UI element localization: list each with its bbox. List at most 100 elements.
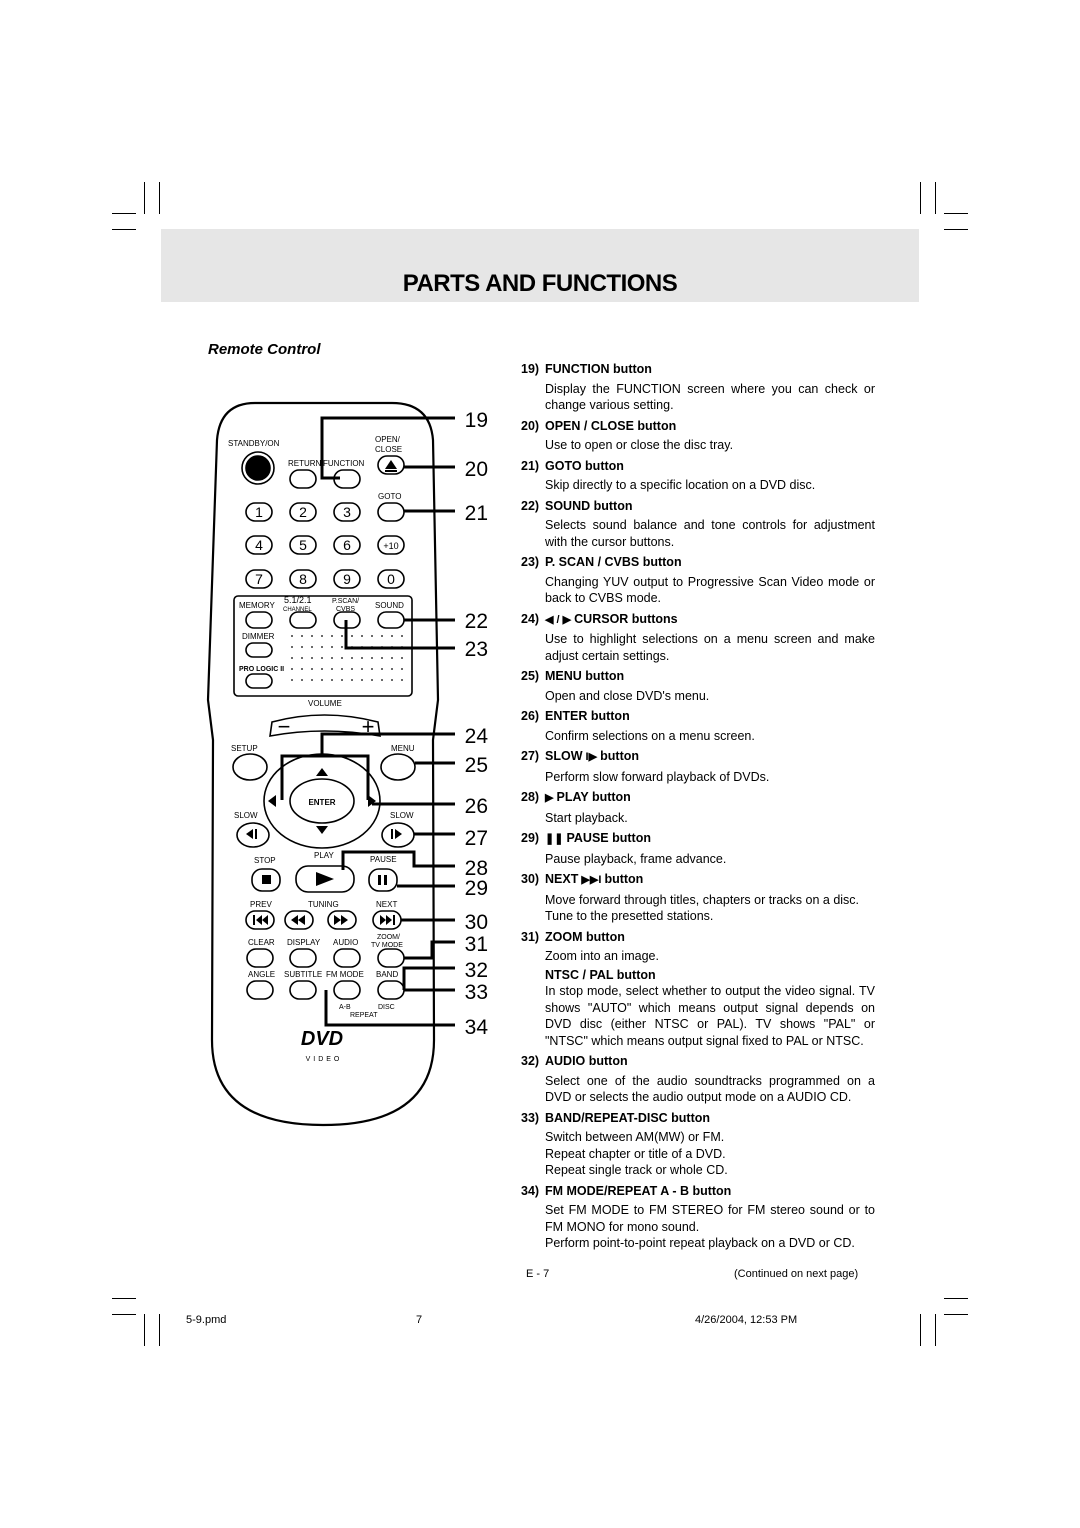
function-item-heading: 29)❚❚ PAUSE button xyxy=(521,830,875,848)
function-item-number: 33) xyxy=(521,1110,540,1125)
function-item-description: Switch between AM(MW) or FM. xyxy=(545,1130,725,1144)
function-item-description: Move forward through titles, chapters or… xyxy=(545,892,860,907)
callout-21: 21 xyxy=(465,502,488,525)
function-item-number: 27) xyxy=(521,749,540,763)
function-item-heading: 33) BAND/REPEAT-DISC button xyxy=(521,1110,875,1127)
open-close-label-2: CLOSE xyxy=(375,445,402,454)
function-item-number: 21) xyxy=(521,458,540,473)
function-item-title: NEXT xyxy=(545,872,579,886)
function-item-description: Perform point-to-point repeat playback o… xyxy=(545,1236,855,1250)
stop-label: STOP xyxy=(254,856,276,865)
function-item-title: P. SCAN / CVBS button xyxy=(545,555,682,569)
button-glyph-icon: ▶▶I xyxy=(578,874,605,886)
function-item-title: SLOW xyxy=(545,749,583,763)
function-item-heading: 21) GOTO button xyxy=(521,458,875,475)
function-item-number: 25) xyxy=(521,669,540,683)
function-item-heading: 26)ENTER button xyxy=(521,708,875,725)
channel-label: 5.1/2.1 xyxy=(284,595,312,605)
function-item-description: Repeat single track or whole CD. xyxy=(545,1163,728,1177)
callout-31: 31 xyxy=(465,933,488,956)
function-item-heading: 19) FUNCTION button xyxy=(521,361,875,378)
function-item-title: ZOOM button xyxy=(545,929,625,944)
callout-27: 27 xyxy=(465,827,488,850)
slow-left-label: SLOW xyxy=(234,811,258,820)
dvd-logo-sub: VIDEO xyxy=(306,1056,343,1063)
prev-label: PREV xyxy=(250,900,272,909)
open-close-label-1: OPEN/ xyxy=(375,435,401,444)
function-item-number: 32) xyxy=(521,1054,540,1068)
cvbs-label: CVBS xyxy=(336,606,355,613)
button-glyph-icon: ◀ / ▶ xyxy=(545,613,575,626)
function-item-number: 24) xyxy=(521,611,540,626)
band-label: BAND xyxy=(376,970,398,979)
continued-note: (Continued on next page) xyxy=(734,1268,859,1280)
channel-sublabel: CHANNEL xyxy=(283,607,312,613)
disc-label: DISC xyxy=(378,1004,395,1011)
function-item-number: 19) xyxy=(521,362,540,376)
repeat-label: REPEAT xyxy=(350,1012,378,1019)
function-item-heading: 28)▶ PLAY button xyxy=(521,789,875,807)
callout-22: 22 xyxy=(465,610,488,633)
enter-label: ENTER xyxy=(308,798,335,807)
menu-label: MENU xyxy=(391,744,415,753)
function-item-description: Start playback. xyxy=(545,810,628,825)
digit-6: 6 xyxy=(343,537,351,553)
clear-label: CLEAR xyxy=(248,938,275,947)
digit-9: 9 xyxy=(343,571,351,587)
function-item-subheading: NTSC / PAL button xyxy=(545,967,656,982)
setup-label: SETUP xyxy=(231,744,258,753)
callout-20: 20 xyxy=(465,458,488,481)
digit-1: 1 xyxy=(255,504,263,520)
digit-4: 4 xyxy=(255,537,263,553)
ab-label: A-B xyxy=(339,1004,351,1011)
callout-29: 29 xyxy=(465,877,488,900)
function-item-description: Use to open or close the disc tray. xyxy=(545,438,734,452)
button-glyph-icon: I▶ xyxy=(582,751,601,763)
page-number: E - 7 xyxy=(526,1268,550,1280)
function-item-title: OPEN / CLOSE button xyxy=(545,418,677,433)
function-item-title: AUDIO button xyxy=(545,1054,628,1068)
function-item-number: 20) xyxy=(521,418,540,433)
function-item-description: Confirm selections on a menu screen. xyxy=(545,728,755,743)
function-item-heading: 25)MENU button xyxy=(521,668,875,685)
callout-23: 23 xyxy=(465,638,488,661)
function-item-number: 29) xyxy=(521,831,540,845)
next-label: NEXT xyxy=(376,900,397,909)
standby-label: STANDBY/ON xyxy=(228,439,280,448)
function-item-title: BAND/REPEAT-DISC button xyxy=(545,1110,711,1125)
callout-26: 26 xyxy=(465,795,488,818)
page-title: PARTS AND FUNCTIONS xyxy=(402,270,678,297)
fmmode-label: FM MODE xyxy=(326,970,364,979)
digit-0: 0 xyxy=(387,571,395,587)
function-item-heading: 32) AUDIO button xyxy=(521,1053,875,1070)
section-subtitle: Remote Control xyxy=(208,341,321,358)
pscan-label: P.SCAN/ xyxy=(332,598,359,605)
function-item-description: Set FM MODE to FM STEREO for FM stereo s… xyxy=(545,1203,875,1234)
function-item-heading: 34)FM MODE/REPEAT A - B button xyxy=(521,1183,875,1200)
function-item-description: Display the FUNCTION screen where you ca… xyxy=(545,381,875,413)
function-item-title: GOTO button xyxy=(545,458,624,473)
footer-page: 7 xyxy=(416,1314,423,1326)
pause-label: PAUSE xyxy=(370,855,397,864)
digit-5: 5 xyxy=(299,537,307,553)
zoom-label: ZOOM/ xyxy=(377,934,400,941)
function-item-title: FUNCTION button xyxy=(545,362,652,376)
function-item-description: Select one of the audio soundtracks prog… xyxy=(545,1073,875,1105)
footer-timestamp: 4/26/2004, 12:53 PM xyxy=(695,1314,798,1326)
function-item-number: 26) xyxy=(521,709,540,723)
function-item-title: FM MODE/REPEAT A - B button xyxy=(545,1183,732,1198)
tvmode-label: TV MODE xyxy=(371,942,403,949)
function-item-description: Pause playback, frame advance. xyxy=(545,851,727,866)
function-item-number: 31) xyxy=(521,929,540,944)
digit-7: 7 xyxy=(255,571,263,587)
